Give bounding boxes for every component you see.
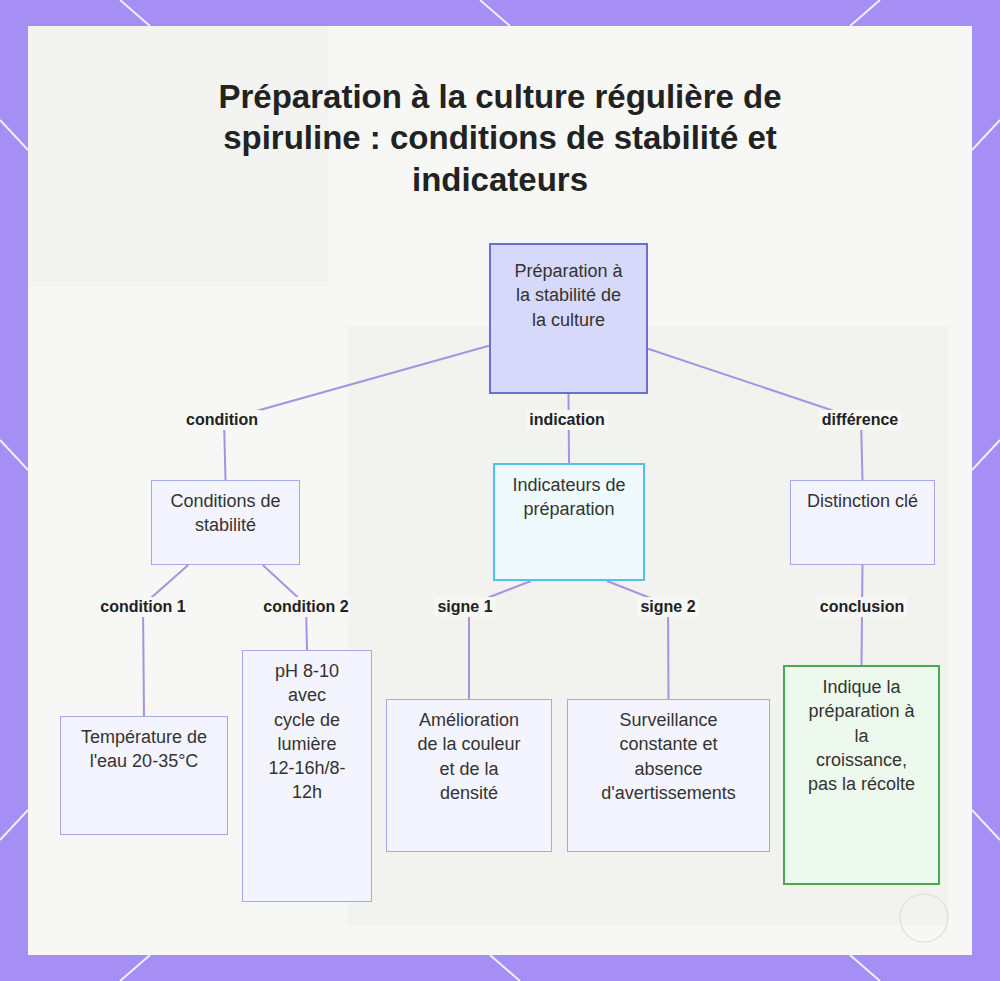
edge-label: conclusion — [817, 597, 907, 617]
concept-box: Conditions de stabilité — [151, 480, 300, 565]
connector-line — [224, 346, 489, 480]
edge-label: condition — [183, 410, 261, 430]
edge-label: condition 1 — [97, 597, 188, 617]
box-text: Température de l'eau 20-35°C — [75, 725, 213, 774]
edge-label: signe 1 — [434, 597, 495, 617]
concept-box: Indique la préparation à la croissance, … — [783, 665, 940, 885]
box-text: Indicateurs de préparation — [509, 473, 629, 522]
box-text: pH 8-10 avec cycle de lumière 12-16h/8-1… — [265, 659, 349, 805]
box-text: Conditions de stabilité — [162, 489, 289, 538]
concept-box: Amélioration de la couleur et de la dens… — [386, 699, 552, 852]
edge-label: signe 2 — [637, 597, 698, 617]
box-text: Surveillance constante et absence d'aver… — [588, 708, 749, 805]
concept-box: Température de l'eau 20-35°C — [60, 716, 228, 835]
concept-box: pH 8-10 avec cycle de lumière 12-16h/8-1… — [242, 650, 372, 902]
concept-box: Distinction clé — [790, 480, 935, 565]
box-text: Préparation à la stabilité de la culture — [513, 259, 624, 332]
diagram-title: Préparation à la culture régulière de sp… — [190, 76, 810, 200]
edge-label: condition 2 — [260, 597, 351, 617]
box-text: Distinction clé — [807, 489, 918, 513]
connector-line — [143, 565, 188, 716]
box-text: Indique la préparation à la croissance, … — [807, 675, 916, 796]
concept-box: Surveillance constante et absence d'aver… — [567, 699, 770, 852]
edge-label: indication — [526, 410, 608, 430]
box-text: Amélioration de la couleur et de la dens… — [413, 708, 525, 805]
concept-box: Préparation à la stabilité de la culture — [489, 243, 648, 394]
concept-box: Indicateurs de préparation — [493, 463, 645, 581]
edge-label: différence — [819, 410, 901, 430]
